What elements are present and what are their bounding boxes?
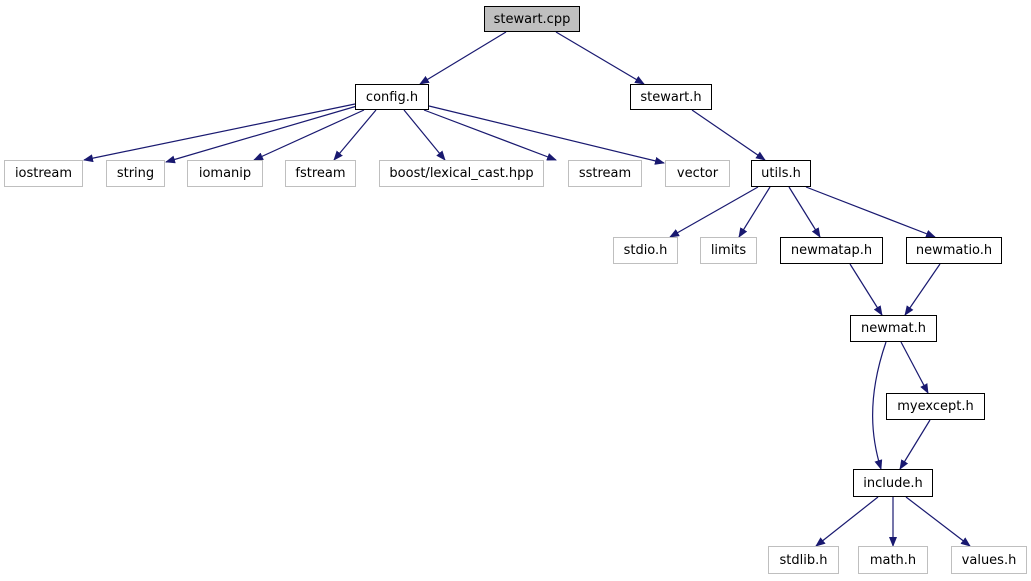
node-label: newmatap.h xyxy=(790,243,873,258)
node-stdio-h: stdio.h xyxy=(613,237,678,264)
node-label: vector xyxy=(676,166,719,181)
node-myexcept-h[interactable]: myexcept.h xyxy=(886,393,985,420)
node-label: utils.h xyxy=(761,166,801,181)
node-newmatio-h[interactable]: newmatio.h xyxy=(906,237,1002,264)
edge-stewart-h-to-utils-h xyxy=(691,109,766,161)
node-label: boost/lexical_cast.hpp xyxy=(389,166,534,181)
node-fstream: fstream xyxy=(285,160,356,187)
node-label: stewart.cpp xyxy=(493,11,571,27)
edge-config-h-to-boost-lexical-cast xyxy=(403,109,446,161)
node-vector: vector xyxy=(665,160,730,187)
node-label: values.h xyxy=(961,552,1017,568)
node-limits: limits xyxy=(700,237,757,264)
edge-config-h-to-vector xyxy=(428,105,665,165)
node-label: stdlib.h xyxy=(779,552,828,568)
node-boost-lexical-cast: boost/lexical_cast.hpp xyxy=(379,160,544,187)
node-stdlib-h: stdlib.h xyxy=(768,546,839,574)
node-label: newmat.h xyxy=(861,321,926,336)
node-label: config.h xyxy=(365,89,419,105)
edge-utils-h-to-newmatio-h xyxy=(805,186,936,238)
edge-include-h-to-stdlib-h xyxy=(815,496,879,547)
node-label: stewart.h xyxy=(640,89,702,105)
node-sstream: sstream xyxy=(568,160,642,187)
node-label: sstream xyxy=(578,166,632,181)
edge-stewart-cpp-to-stewart-h xyxy=(555,31,645,85)
edge-newmat-h-to-include-h xyxy=(872,341,887,470)
node-label: myexcept.h xyxy=(897,399,974,414)
node-include-h[interactable]: include.h xyxy=(853,469,933,497)
edge-newmatio-h-to-newmat-h xyxy=(904,263,941,316)
node-label: fstream xyxy=(295,166,346,181)
edge-config-h-to-fstream xyxy=(333,109,377,161)
edge-newmat-h-to-myexcept-h xyxy=(900,341,929,394)
edge-include-h-to-values-h xyxy=(905,496,971,547)
edge-stewart-cpp-to-config-h xyxy=(419,31,507,85)
node-math-h: math.h xyxy=(858,546,928,574)
node-label: string xyxy=(116,166,155,181)
edge-utils-h-to-newmatap-h xyxy=(788,186,821,238)
node-config-h[interactable]: config.h xyxy=(355,84,429,110)
node-label: limits xyxy=(710,243,747,258)
node-iostream: iostream xyxy=(4,160,83,187)
edge-newmatap-h-to-newmat-h xyxy=(849,263,883,316)
node-label: stdio.h xyxy=(623,243,668,258)
edge-config-h-to-string xyxy=(165,105,358,164)
node-label: include.h xyxy=(863,475,923,491)
node-label: newmatio.h xyxy=(915,243,993,258)
node-newmatap-h[interactable]: newmatap.h xyxy=(780,237,883,264)
node-label: iomanip xyxy=(198,166,252,181)
edge-config-h-to-sstream xyxy=(423,109,557,161)
node-utils-h[interactable]: utils.h xyxy=(751,160,811,187)
node-newmat-h[interactable]: newmat.h xyxy=(850,315,937,342)
node-string: string xyxy=(106,160,165,187)
edge-utils-h-to-limits xyxy=(738,186,771,238)
node-stewart-cpp[interactable]: stewart.cpp xyxy=(484,6,580,32)
edge-config-h-to-iomanip xyxy=(253,109,365,161)
edge-config-h-to-iostream xyxy=(83,103,356,163)
node-label: math.h xyxy=(869,552,917,568)
node-label: iostream xyxy=(14,166,73,181)
node-iomanip: iomanip xyxy=(187,160,263,187)
node-stewart-h[interactable]: stewart.h xyxy=(630,84,712,110)
edge-myexcept-h-to-include-h xyxy=(899,419,931,470)
edge-utils-h-to-stdio-h xyxy=(669,186,759,238)
node-values-h: values.h xyxy=(951,546,1027,574)
